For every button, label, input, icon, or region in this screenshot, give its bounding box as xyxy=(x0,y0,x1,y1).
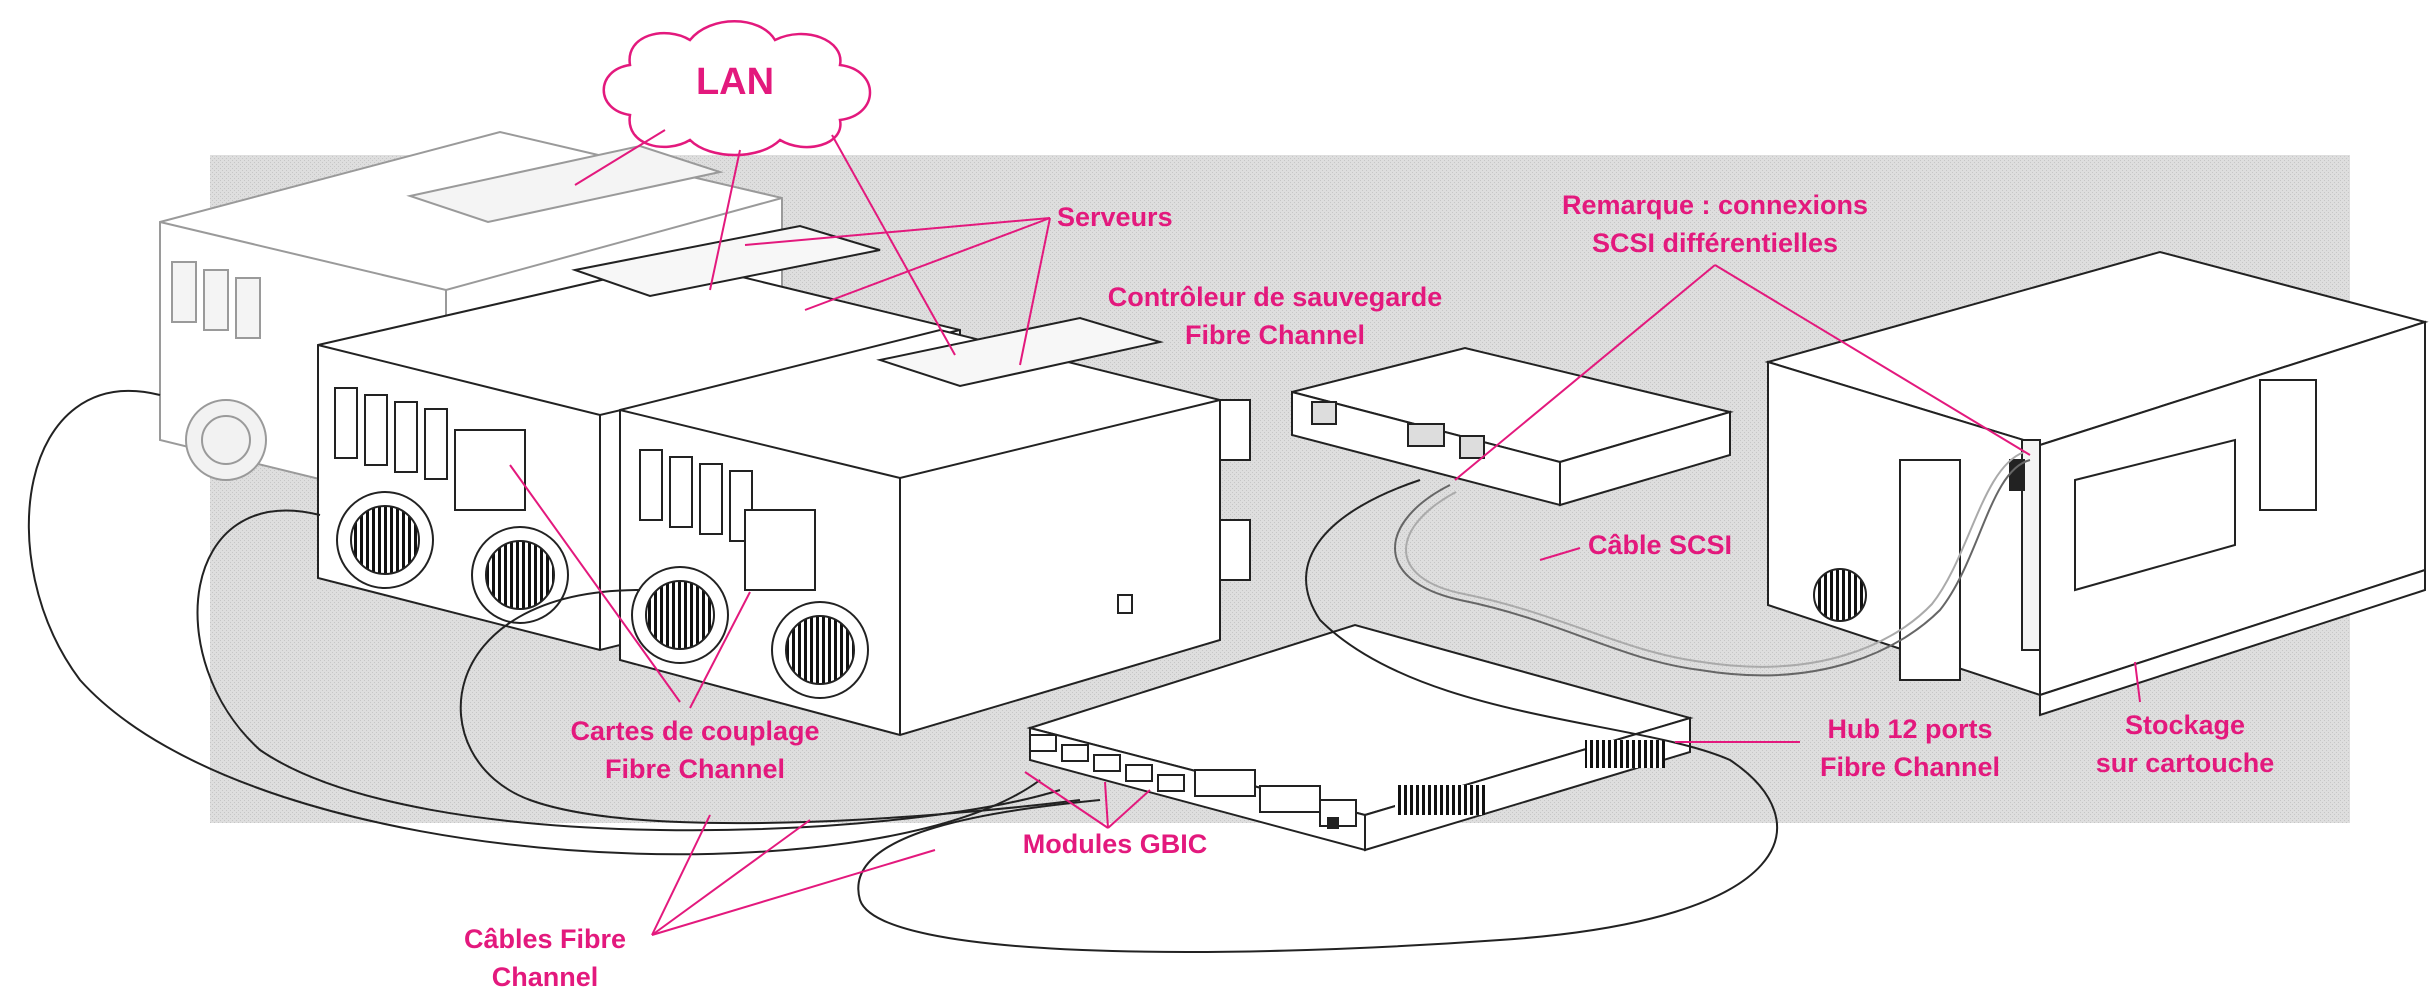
backup-controller-line-2: Fibre Channel xyxy=(1184,320,1366,350)
fc-cables-line-1: Câbles Fibre xyxy=(463,924,627,954)
backup-controller-line-1: Contrôleur de sauvegarde xyxy=(1107,282,1443,312)
tape-storage-line-2: sur cartouche xyxy=(2095,748,2275,778)
server-front xyxy=(619,316,1251,737)
tape-storage-label: Stockage sur cartouche xyxy=(2075,706,2295,782)
hub-device xyxy=(1026,623,1694,852)
backup-controller-device xyxy=(1291,346,1734,507)
hub-line-1: Hub 12 ports xyxy=(1827,714,1993,744)
hub-line-2: Fibre Channel xyxy=(1819,752,2001,782)
adapter-cards-label: Cartes de couplage Fibre Channel xyxy=(550,712,840,788)
backup-controller-label: Contrôleur de sauvegarde Fibre Channel xyxy=(1060,278,1490,354)
adapter-cards-line-1: Cartes de couplage xyxy=(570,716,820,746)
tape-storage-line-1: Stockage xyxy=(2124,710,2246,740)
differential-scsi-note: Remarque : connexions SCSI différentiell… xyxy=(1500,186,1930,262)
hub-label: Hub 12 ports Fibre Channel xyxy=(1800,710,2020,786)
servers-label: Serveurs xyxy=(1057,202,1173,232)
fibre-channel-cables xyxy=(27,389,1778,953)
lan-label: LAN xyxy=(695,61,775,103)
note-line-1: Remarque : connexions xyxy=(1561,190,1869,220)
gbic-connectors xyxy=(1029,734,1185,792)
adapter-cards-line-2: Fibre Channel xyxy=(604,754,786,784)
fc-cables-label: Câbles Fibre Channel xyxy=(440,920,650,992)
scsi-cable-label: Câble SCSI xyxy=(1588,530,1733,560)
note-line-2: SCSI différentielles xyxy=(1591,228,1839,258)
gbic-modules-label: Modules GBIC xyxy=(1022,829,1208,859)
fc-cables-line-2: Channel xyxy=(491,962,599,992)
leader-lines xyxy=(509,129,2141,936)
lan-cloud xyxy=(602,20,872,157)
scsi-cable xyxy=(1394,451,2031,677)
